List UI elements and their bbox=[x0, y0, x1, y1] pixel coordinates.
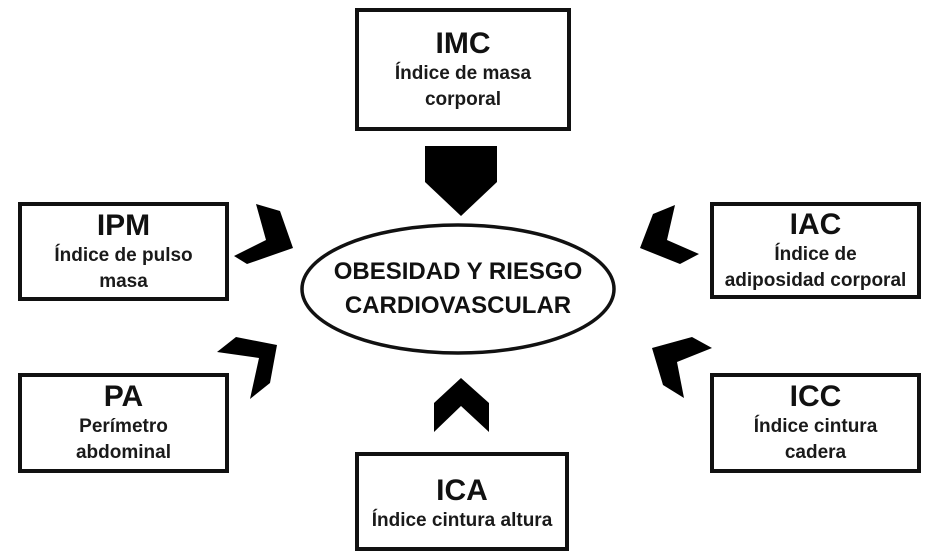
box-pa: PA Perímetro abdominal bbox=[18, 373, 229, 473]
box-imc: IMC Índice de masa corporal bbox=[355, 8, 571, 131]
box-desc-line2: adiposidad corporal bbox=[724, 269, 907, 291]
arrow-left-icon bbox=[640, 205, 699, 264]
box-desc-line1: Índice de bbox=[774, 243, 857, 265]
arrow-down-icon bbox=[425, 146, 497, 216]
box-abbr: PA bbox=[103, 380, 144, 413]
box-abbr: IPM bbox=[96, 208, 151, 242]
box-iac: IAC Índice de adiposidad corporal bbox=[710, 202, 921, 299]
box-abbr: IAC bbox=[789, 207, 842, 241]
arrow-up-right-icon bbox=[217, 337, 277, 399]
box-abbr: IMC bbox=[435, 26, 491, 60]
arrow-up-icon bbox=[434, 378, 489, 432]
box-abbr: ICC bbox=[789, 380, 842, 413]
box-desc-line2: abdominal bbox=[75, 442, 171, 463]
box-desc-line1: Índice cintura altura bbox=[371, 509, 553, 531]
box-desc-line2: cadera bbox=[784, 442, 847, 463]
box-ica: ICA Índice cintura altura bbox=[355, 452, 569, 551]
box-ipm: IPM Índice de pulso masa bbox=[18, 202, 229, 301]
arrow-right-icon bbox=[234, 204, 293, 264]
center-label-line2: CARDIOVASCULAR bbox=[344, 292, 572, 319]
box-desc-line1: Índice cintura bbox=[753, 416, 878, 437]
box-desc-line2: masa bbox=[99, 270, 148, 292]
center-label-line1: OBESIDAD Y RIESGO bbox=[333, 258, 583, 285]
center-label: OBESIDAD Y RIESGO CARDIOVASCULAR bbox=[300, 222, 616, 356]
box-abbr: ICA bbox=[436, 473, 488, 507]
box-icc: ICC Índice cintura cadera bbox=[710, 373, 921, 473]
box-desc-line1: Índice de masa bbox=[394, 62, 532, 84]
center-ellipse bbox=[300, 223, 616, 355]
arrow-up-left-icon bbox=[652, 337, 712, 398]
box-desc-line1: Perímetro bbox=[79, 416, 168, 437]
box-desc-line2: corporal bbox=[424, 88, 502, 110]
box-desc-line1: Índice de pulso bbox=[54, 244, 193, 266]
